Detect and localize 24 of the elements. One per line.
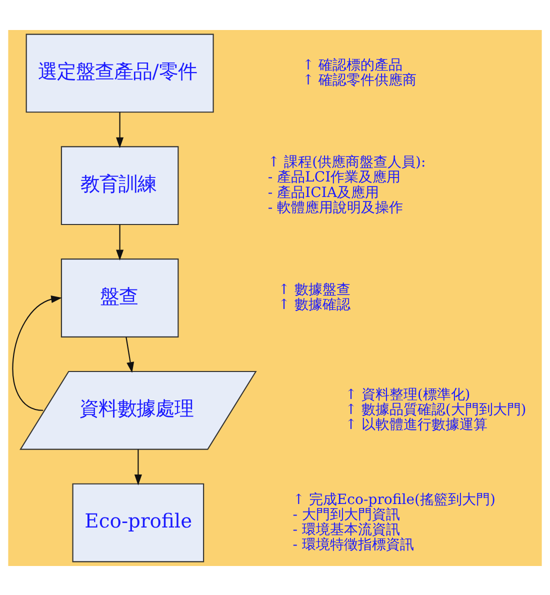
node-label: ↑ 完成Eco-profile(搖籃到大門) [292,491,496,508]
arrow [116,224,124,260]
node-label: - 產品ICIA及應用 [268,184,380,200]
node-label: ↑ 數據盤查 [278,282,350,298]
arrow [116,112,124,148]
node-label: ↑ 資料整理(標準化) [345,386,470,402]
arrow [134,448,142,485]
node-box: 盤查 [60,258,179,337]
node-box: Eco-profile [72,482,204,562]
node-label: - 大門到大門資訊 [292,506,400,522]
node-box: 選定盤查產品/零件 [26,33,214,112]
node-box: 教育訓練 [60,146,179,225]
node-label: ↑ 確認零件供應商 [302,72,417,88]
node-label: ↑ 確認標的產品 [302,56,403,73]
node-label: ↑ 以軟體進行數據運算 [345,416,488,433]
node-label: - 環境特徵指標資訊 [292,536,414,553]
node-label: ↑ 課程(供應商盤查人員): [268,154,426,170]
node-label: ↑ 數據品質確認(大門到大門) [345,402,526,418]
node-label: - 產品LCI作業及應用 [268,169,401,186]
node-label: - 環境基本流資訊 [292,522,400,538]
node-label: - 軟體應用說明及操作 [268,199,404,216]
node-label: ↑ 數據確認 [278,296,350,313]
arrow [126,336,134,372]
arrow [12,294,62,410]
